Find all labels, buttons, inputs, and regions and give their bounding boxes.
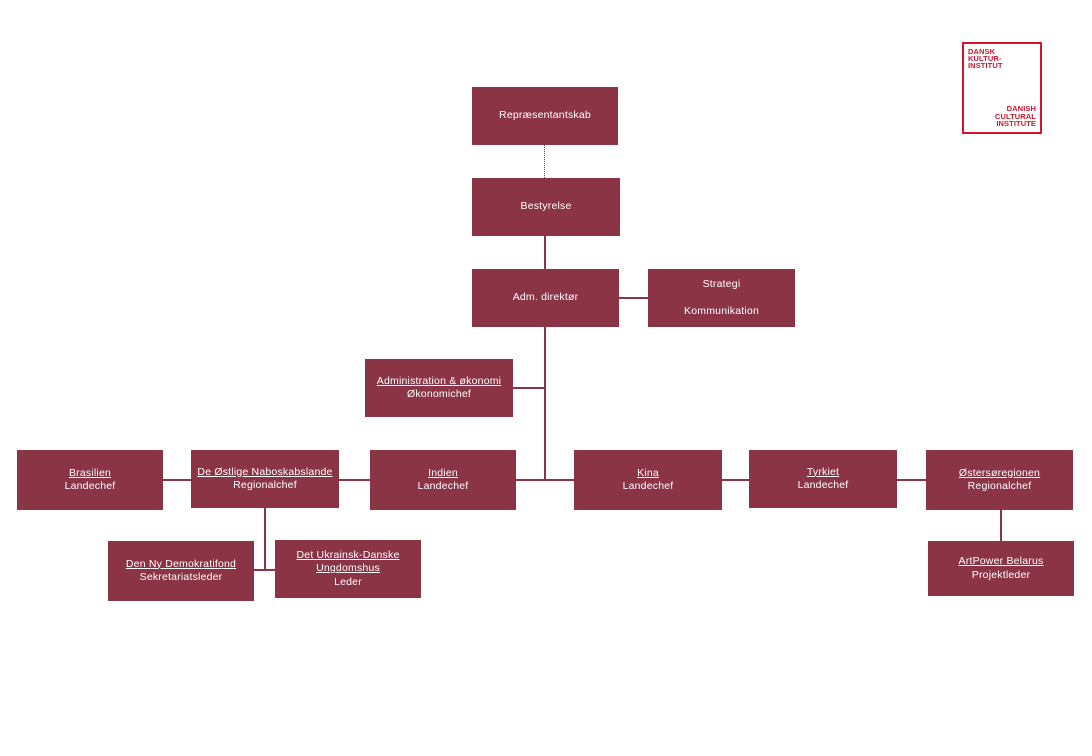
- connector-nabolande-down: [264, 508, 266, 570]
- box-role: Regionalchef: [967, 480, 1032, 492]
- box-indien: Indien Landechef: [370, 450, 516, 510]
- link-den-ny-demokratifond[interactable]: Den Ny Demokratifond: [125, 557, 237, 570]
- box-adm-direktor: Adm. direktør: [472, 269, 619, 327]
- box-title: Repræsentantskab: [499, 109, 591, 122]
- box-artpower-belarus: ArtPower Belarus Projektleder: [928, 541, 1074, 596]
- link-tyrkiet[interactable]: Tyrkiet: [806, 465, 840, 478]
- box-tyrkiet: Tyrkiet Landechef: [749, 450, 897, 508]
- logo-danish-wordmark: DANSK KULTUR- INSTITUT: [968, 48, 1003, 70]
- box-role: Økonomichef: [406, 388, 472, 400]
- box-line-strategi: Strategi: [702, 278, 741, 290]
- logo-text: CULTURAL: [994, 111, 1036, 121]
- connector-country-row: [163, 479, 926, 481]
- logo-text: DANISH: [1006, 104, 1036, 114]
- logo-text: DANSK: [968, 47, 996, 56]
- box-role: Landechef: [64, 480, 116, 492]
- box-title: Adm. direktør: [512, 291, 579, 304]
- connector-ostersoregionen-artpower: [1000, 508, 1002, 542]
- link-indien[interactable]: Indien: [428, 466, 458, 479]
- danish-cultural-institute-logo: DANSK KULTUR- INSTITUT DANISH CULTURAL I…: [962, 42, 1042, 134]
- box-line-kommunikation: Kommunikation: [684, 304, 759, 317]
- box-role: Projektleder: [971, 568, 1031, 581]
- link-kina[interactable]: Kina: [637, 466, 659, 479]
- connector-representantskab-bestyrelse: [544, 145, 545, 178]
- connector-bestyrelse-direktor: [544, 236, 546, 269]
- connector-direktor-trunk: [544, 327, 546, 480]
- logo-text: INSTITUTE: [996, 118, 1036, 128]
- box-role: Landechef: [797, 479, 849, 491]
- box-representantskab: Repræsentantskab: [472, 87, 618, 145]
- link-administration[interactable]: Administration & økonomi: [376, 374, 502, 387]
- logo-text: KULTUR-: [968, 54, 1002, 64]
- box-ostlige-naboskabslande: De Østlige Naboskabslande Regionalchef: [191, 450, 339, 508]
- box-bestyrelse: Bestyrelse: [472, 178, 620, 236]
- link-ostlige-naboskabslande[interactable]: De Østlige Naboskabslande: [197, 465, 333, 478]
- link-artpower-belarus[interactable]: ArtPower Belarus: [958, 555, 1044, 567]
- box-role: Landechef: [417, 480, 469, 492]
- box-title: Bestyrelse: [520, 200, 572, 213]
- connector-demokratifond-ungdomshus: [254, 569, 275, 571]
- box-kina: Kina Landechef: [574, 450, 722, 510]
- box-role: Landechef: [622, 480, 674, 492]
- box-brasilien: Brasilien Landechef: [17, 450, 163, 510]
- link-brasilien[interactable]: Brasilien: [68, 466, 112, 479]
- box-role: Regionalchef: [233, 479, 297, 491]
- logo-english-wordmark: DANISH CULTURAL INSTITUTE: [995, 105, 1036, 127]
- box-role: Leder: [334, 575, 362, 588]
- box-role: Sekretariatsleder: [139, 571, 223, 583]
- box-den-ny-demokratifond: Den Ny Demokratifond Sekretariatsleder: [108, 541, 254, 601]
- link-ukrainsk-danske-line1[interactable]: Det Ukrainsk-Danske: [296, 548, 400, 561]
- link-ostersoregionen[interactable]: Østersøregionen: [958, 466, 1041, 479]
- connector-administration: [513, 387, 545, 389]
- box-ukrainsk-danske-ungdomshus: Det Ukrainsk-Danske Ungdomshus Leder: [275, 540, 421, 598]
- box-strategi-kommunikation: Strategi Kommunikation: [648, 269, 795, 327]
- box-administration: Administration & økonomi Økonomichef: [365, 359, 513, 417]
- link-ukrainsk-danske-line2[interactable]: Ungdomshus: [316, 562, 380, 575]
- logo-text: INSTITUT: [968, 61, 1003, 71]
- connector-direktor-strategi: [619, 297, 648, 299]
- box-ostersoregionen: Østersøregionen Regionalchef: [926, 450, 1073, 510]
